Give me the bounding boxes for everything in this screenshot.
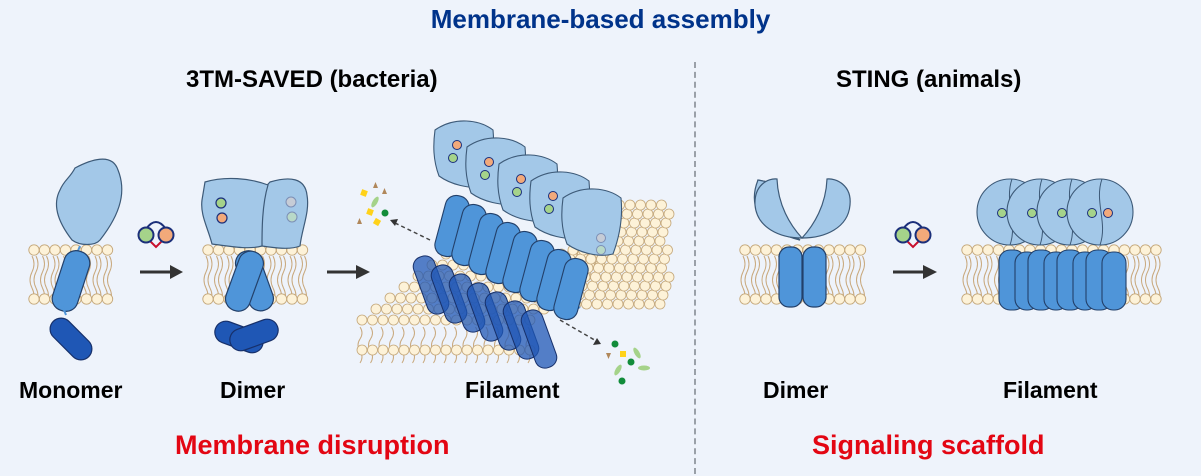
stage-label-dimer: Dimer [220, 377, 286, 403]
stage-label-monomer: Monomer [19, 377, 123, 403]
outcome-membrane-disruption: Membrane disruption [175, 430, 450, 460]
stage-label-sting-dimer: Dimer [763, 377, 829, 403]
monomer-protein [49, 158, 123, 361]
arrow-right-icon [140, 265, 183, 279]
arrow-right-icon [893, 265, 937, 279]
released-contents-lower [559, 319, 650, 385]
stage-label-sting-filament: Filament [1003, 377, 1098, 403]
cyclic-nucleotide-ligand-icon [137, 221, 175, 249]
outcome-signaling-scaffold: Signaling scaffold [812, 430, 1045, 460]
dimer-protein-3tm [201, 177, 309, 354]
sting-filament-protein [976, 178, 1134, 311]
sting-dimer-protein [753, 178, 851, 308]
panel-divider [694, 62, 696, 474]
cyclic-nucleotide-ligand-icon [894, 221, 932, 249]
panel-title-sting: STING (animals) [836, 66, 1022, 93]
arrow-right-icon [327, 265, 370, 279]
released-contents-upper [357, 182, 431, 241]
figure-title: Membrane-based assembly [430, 4, 771, 34]
panel-title-3tm-saved: 3TM-SAVED (bacteria) [186, 66, 438, 93]
stage-label-filament: Filament [465, 377, 560, 403]
filament-3tm [412, 120, 623, 369]
